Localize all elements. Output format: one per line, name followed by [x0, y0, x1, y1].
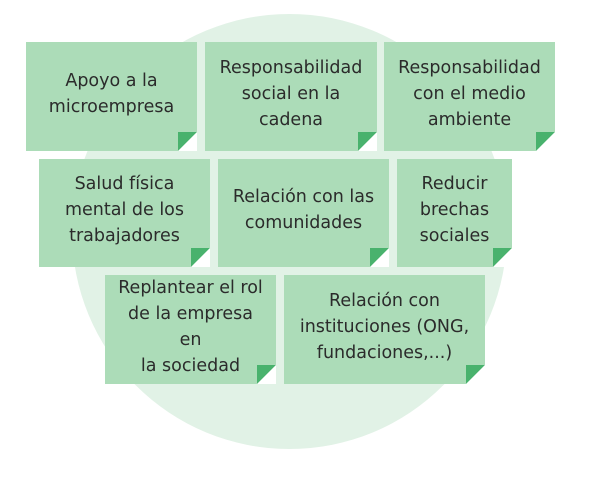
- note-community-relations: Relación con las comunidades: [218, 159, 389, 267]
- note-label: Apoyo a la microempresa: [48, 70, 175, 117]
- note-environment-responsibility: Responsabilidad con el medio ambiente: [384, 42, 555, 151]
- note-supply-chain-responsibility: Responsabilidad social en la cadena: [205, 42, 377, 151]
- folded-corner-icon: [191, 248, 210, 267]
- folded-corner-icon: [178, 132, 197, 151]
- folded-corner-icon: [493, 248, 512, 267]
- folded-corner-icon: [536, 132, 555, 151]
- note-label: Relación con las comunidades: [232, 187, 375, 233]
- note-label: Replantear el rol de la empresa en la so…: [118, 277, 263, 376]
- note-worker-health: Salud física mental de los trabajadores: [39, 159, 210, 267]
- note-reduce-social-gaps: Reducir brechas sociales: [397, 159, 512, 267]
- note-label: Responsabilidad con el medio ambiente: [398, 57, 541, 130]
- note-label: Relación con instituciones (ONG, fundaci…: [299, 290, 470, 363]
- note-institution-relations: Relación con instituciones (ONG, fundaci…: [284, 275, 485, 384]
- folded-corner-icon: [358, 132, 377, 151]
- note-microenterprise-support: Apoyo a la microempresa: [26, 42, 197, 151]
- folded-corner-icon: [257, 365, 276, 384]
- note-label: Salud física mental de los trabajadores: [64, 174, 185, 246]
- note-label: Responsabilidad social en la cadena: [219, 57, 363, 130]
- folded-corner-icon: [370, 248, 389, 267]
- note-label: Reducir brechas sociales: [419, 174, 490, 246]
- note-rethink-company-role: Replantear el rol de la empresa en la so…: [105, 275, 276, 384]
- folded-corner-icon: [466, 365, 485, 384]
